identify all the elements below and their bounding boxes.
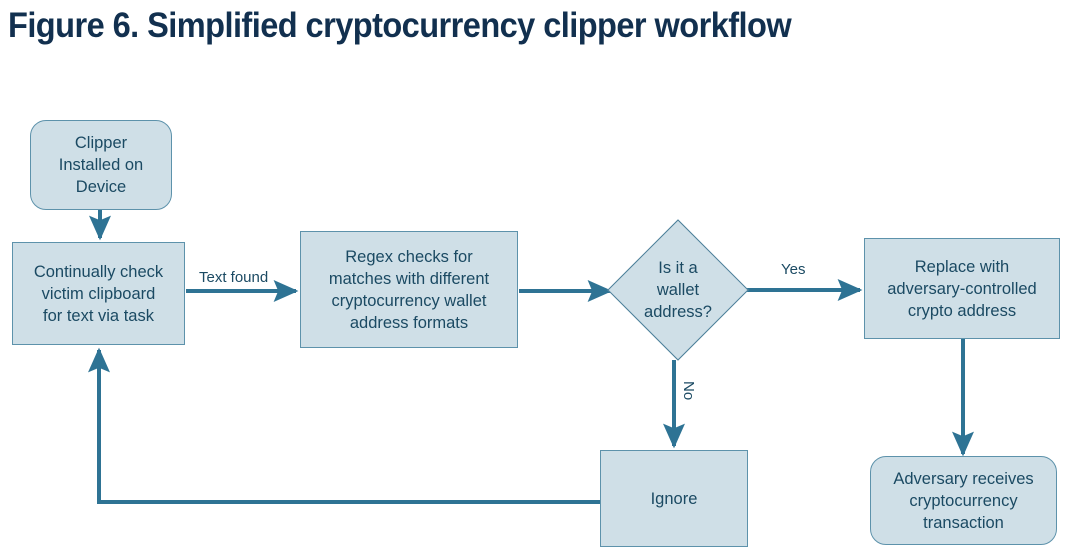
node-replace-address[interactable]: Replace with adversary-controlled crypto… bbox=[864, 238, 1060, 339]
node-clipper-installed[interactable]: Clipper Installed on Device bbox=[30, 120, 172, 210]
edge-ignore-to-check bbox=[88, 347, 600, 504]
edge-label-text-found: Text found bbox=[199, 269, 269, 286]
node-adversary-receives[interactable]: Adversary receives cryptocurrency transa… bbox=[870, 456, 1057, 545]
node-regex-checks-label: Regex checks for matches with different … bbox=[328, 247, 490, 332]
node-ignore[interactable]: Ignore bbox=[600, 450, 748, 547]
node-ignore-label: Ignore bbox=[650, 489, 698, 508]
figure-title: Figure 6. Simplified cryptocurrency clip… bbox=[8, 6, 792, 45]
node-adversary-receives-label: Adversary receives cryptocurrency transa… bbox=[893, 469, 1034, 532]
node-regex-checks[interactable]: Regex checks for matches with different … bbox=[300, 231, 518, 348]
node-continually-check[interactable]: Continually check victim clipboard for t… bbox=[12, 242, 185, 345]
edge-label-no: No bbox=[680, 381, 697, 401]
node-continually-check-label: Continually check victim clipboard for t… bbox=[33, 262, 164, 325]
edge-label-yes: Yes bbox=[781, 261, 806, 278]
node-replace-address-label: Replace with adversary-controlled crypto… bbox=[887, 257, 1037, 320]
node-clipper-installed-label: Clipper Installed on Device bbox=[58, 134, 144, 196]
